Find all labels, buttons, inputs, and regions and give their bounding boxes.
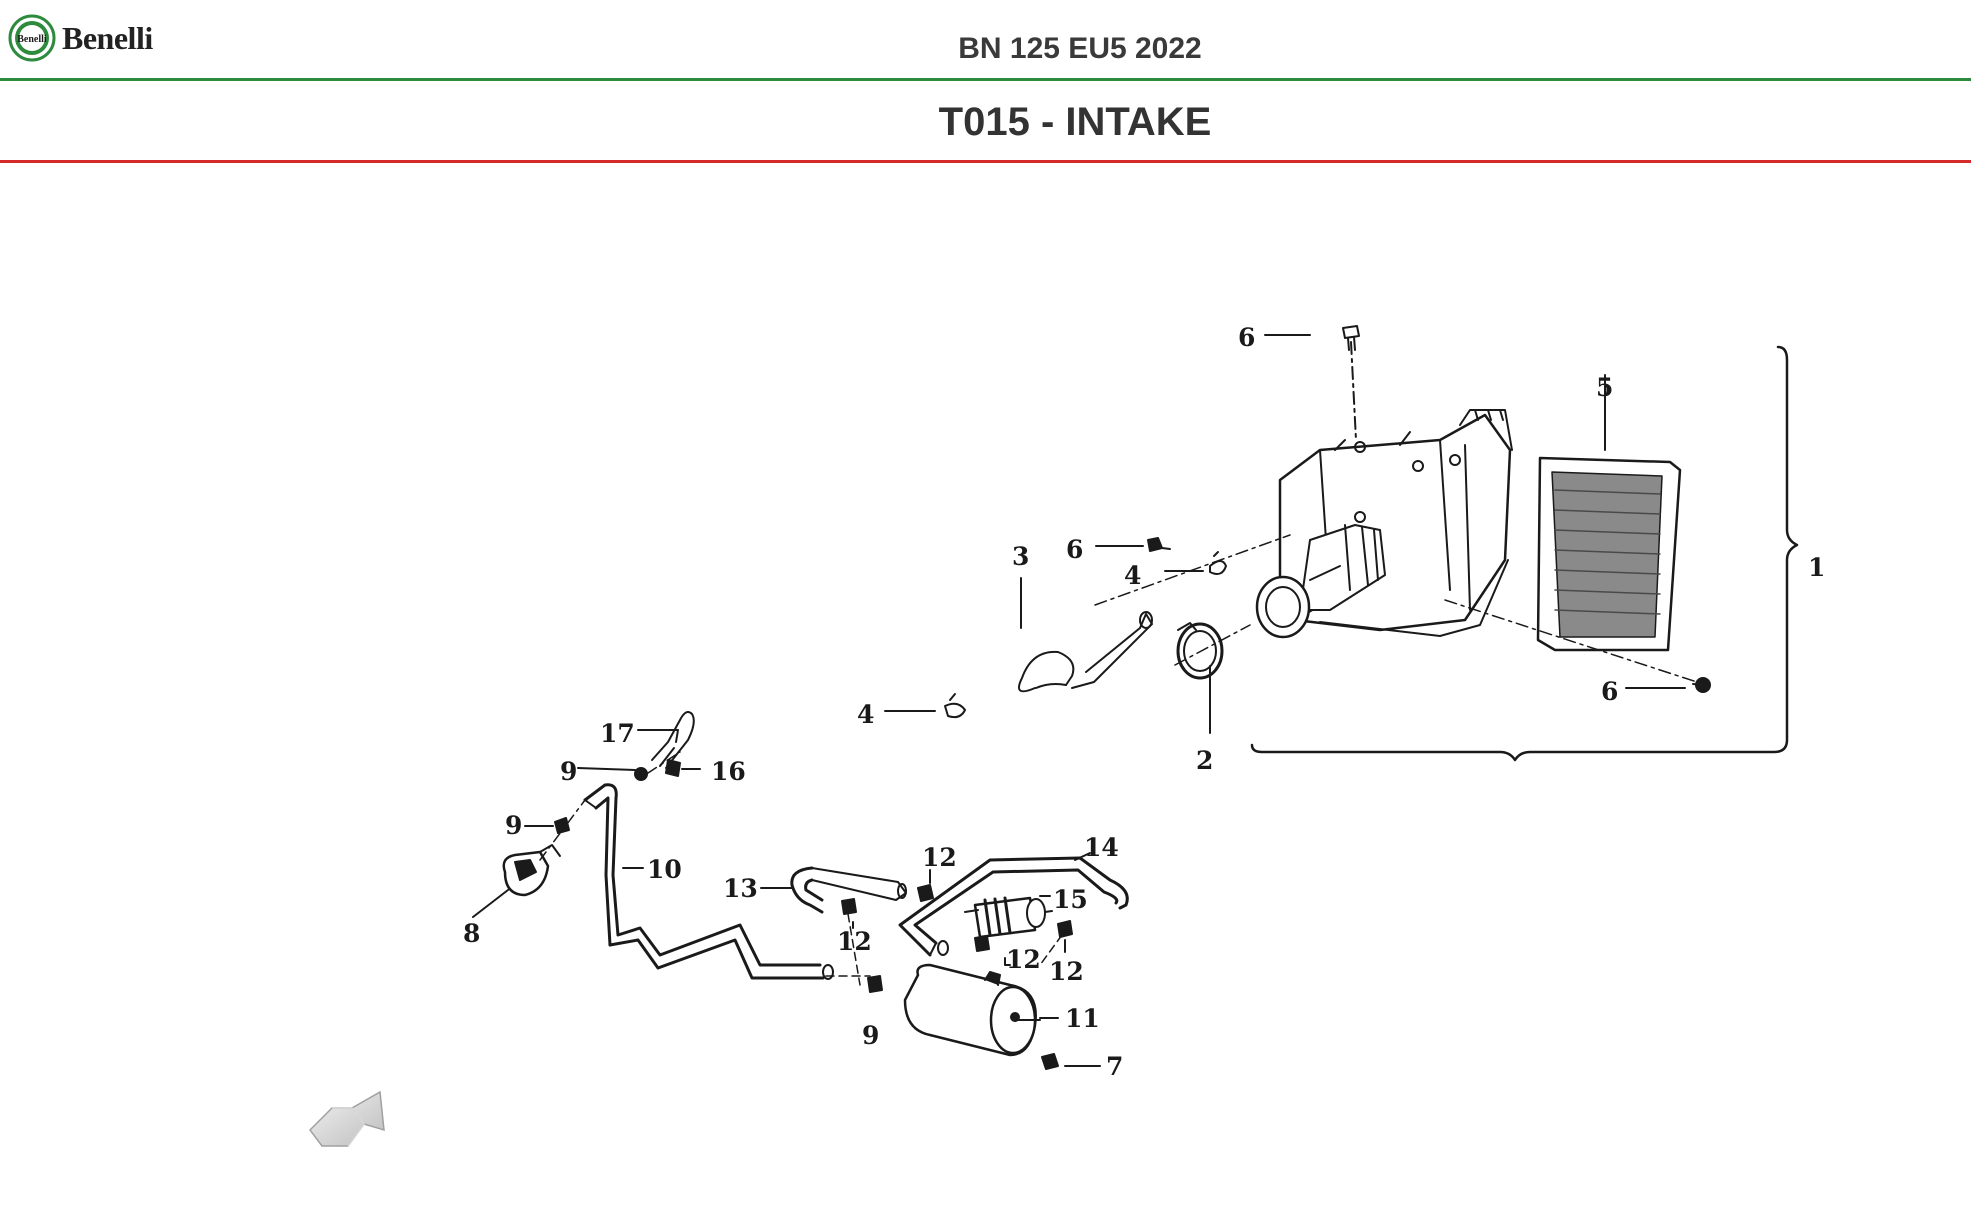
clamp-part-12-d: [1057, 920, 1073, 938]
callout-10: 10: [647, 855, 682, 884]
airbox-housing: [1255, 409, 1513, 639]
valve-part-8: [502, 844, 561, 897]
hose-part-17: [651, 711, 695, 769]
filter-part-15: [964, 896, 1053, 939]
intake-diagram-svg: 6 5 1 3 6 4 2 6 4 17 9 16 9 10 8 13 12 1…: [463, 323, 1825, 1081]
clamp-part-9-upper: [634, 767, 648, 781]
callout-4-upper: 4: [1124, 561, 1141, 590]
callout-2: 2: [1196, 746, 1213, 775]
callout-14: 14: [1084, 833, 1119, 862]
callout-6-top: 6: [1238, 323, 1255, 352]
bolt-part-6-top: [1342, 325, 1360, 351]
section-title: T015 - INTAKE: [938, 100, 1212, 144]
hose-clamp-part-2: [1176, 622, 1224, 680]
clamp-part-12-b: [917, 884, 934, 902]
breather-hose-part-3: [1018, 611, 1153, 693]
hose-part-10: [583, 783, 834, 980]
callout-12-mid: 12: [1006, 945, 1041, 974]
air-filter-element: [1536, 456, 1682, 652]
callout-8: 8: [463, 919, 480, 948]
callout-9-upper: 9: [560, 757, 577, 786]
bolt-part-6-right: [1692, 677, 1711, 693]
bolt-part-6-mid: [1147, 537, 1171, 552]
hose-part-14: [898, 856, 1129, 957]
clamp-part-12-a: [841, 898, 857, 915]
callout-7: 7: [1106, 1052, 1123, 1081]
benelli-lion-icon: Benelli: [8, 14, 56, 62]
back-arrow-icon[interactable]: [308, 1090, 388, 1156]
clamp-part-16: [665, 759, 681, 777]
callout-15: 15: [1053, 885, 1088, 914]
callout-9-lower: 9: [862, 1021, 879, 1050]
page-header: Benelli Benelli BN 125 EU5 2022: [0, 0, 1971, 80]
green-divider: [0, 78, 1971, 81]
callout-16: 16: [711, 757, 746, 786]
callout-11: 11: [1065, 1004, 1100, 1033]
callout-1: 1: [1808, 553, 1825, 582]
clamp-part-9-lower: [867, 975, 883, 993]
callout-13: 13: [723, 874, 758, 903]
canister-part-11: [903, 963, 1041, 1057]
svg-text:Benelli: Benelli: [17, 34, 47, 45]
callout-6-mid: 6: [1066, 535, 1083, 564]
callout-6-right: 6: [1601, 677, 1618, 706]
exploded-parts-diagram: 6 5 1 3 6 4 2 6 4 17 9 16 9 10 8 13 12 1…: [0, 163, 1971, 1214]
callout-9-left: 9: [505, 811, 522, 840]
clamp-part-9-left: [554, 817, 570, 834]
callout-3: 3: [1012, 542, 1029, 571]
brand-logo: Benelli Benelli: [8, 14, 153, 62]
clip-part-4-lower: [944, 693, 966, 719]
bolt-part-7: [1041, 1053, 1059, 1070]
brand-name: Benelli: [62, 19, 153, 56]
callout-17: 17: [600, 719, 635, 748]
model-title: BN 125 EU5 2022: [958, 32, 1202, 65]
callout-4-lower: 4: [857, 700, 874, 729]
callout-12-left: 12: [837, 927, 872, 956]
clamp-part-12-c: [974, 935, 990, 952]
callout-5: 5: [1596, 373, 1613, 402]
red-divider: [0, 160, 1971, 163]
clip-part-4-upper: [1209, 551, 1227, 575]
callout-12-top: 12: [922, 843, 957, 872]
hose-part-13: [790, 866, 907, 914]
callout-12-right: 12: [1049, 957, 1084, 986]
